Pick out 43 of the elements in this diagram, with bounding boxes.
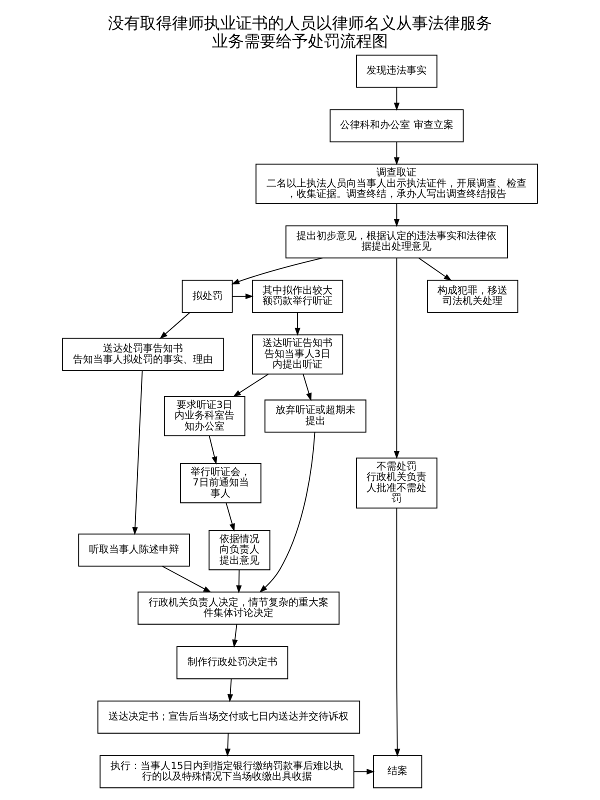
arrow: [232, 624, 238, 648]
node-box: 送达决定书；宣告后当场交付或七日内送达并交待诉权: [97, 700, 360, 734]
arrow: [162, 566, 212, 593]
arrow: [394, 86, 400, 111]
arrow: [394, 203, 400, 228]
node-box: 拟处罚: [182, 280, 233, 313]
node-box: 送达处罚事告知书 告知当事人拟处罚的事实、理由: [62, 338, 224, 371]
node-box: 制作行政处罚决定书: [176, 646, 288, 680]
node-box: 要求听证3日内业务科室告知办公室: [164, 396, 246, 436]
arrow: [394, 142, 400, 166]
arrow: [394, 258, 400, 460]
node-box: 不需处罚 行政机关负责人批准不需处罚: [356, 458, 438, 509]
arrow: [302, 374, 312, 402]
arrow: [232, 374, 269, 397]
node-box: 构成犯罪，移送司法机关处理: [427, 280, 518, 313]
arrow: [226, 502, 235, 532]
arrow: [208, 435, 218, 465]
node-box: 提出初步意见，根据认定的违法事实和法律依据提出处理意见: [285, 225, 508, 258]
node-box: 调查取证 二名以上执法人员向当事人出示执法证件，开展调查、检查，收集证据。调查终结，承办人写出调查终结报告: [256, 164, 538, 204]
diagram-title: 没有取得律师执业证书的人员以律师名义从事法律服务业务需要给予处罚流程图: [108, 14, 492, 51]
arrow: [231, 258, 324, 284]
arrow: [294, 312, 300, 336]
node-box: 发现违法事实: [356, 54, 438, 88]
node-box: 公律科和办公室 审查立案: [330, 109, 464, 142]
node-box: 结案: [373, 755, 422, 788]
arrow: [259, 432, 316, 593]
arrow: [354, 768, 375, 774]
arrow: [394, 508, 400, 757]
arrow: [224, 732, 231, 757]
arrow: [227, 678, 234, 702]
node-box: 举行听证会，7日前通知当事人: [180, 462, 262, 504]
arrow: [132, 370, 143, 536]
arrow: [418, 258, 452, 282]
node-box: 放弃听证或超期未提出: [264, 400, 366, 433]
node-box: 听取当事人陈述申辩: [78, 534, 190, 567]
node-box: 送达听证告知书告知当事人3日内提出听证: [252, 334, 344, 375]
node-box: 执行：当事人15日内到指定银行缴纳罚款事后难以执行的以及特殊情况下当场收缴出具收据: [100, 755, 354, 788]
arrow: [160, 312, 190, 340]
arrow: [236, 570, 242, 594]
arrow: [232, 294, 254, 300]
node-box: 依据情况向负责人提出意见: [208, 530, 270, 570]
node-box: 其中拟作出较大额罚款举行听证: [252, 280, 344, 313]
node-box: 行政机关负责人决定，情节复杂的重大案件集体讨论决定: [138, 592, 340, 625]
